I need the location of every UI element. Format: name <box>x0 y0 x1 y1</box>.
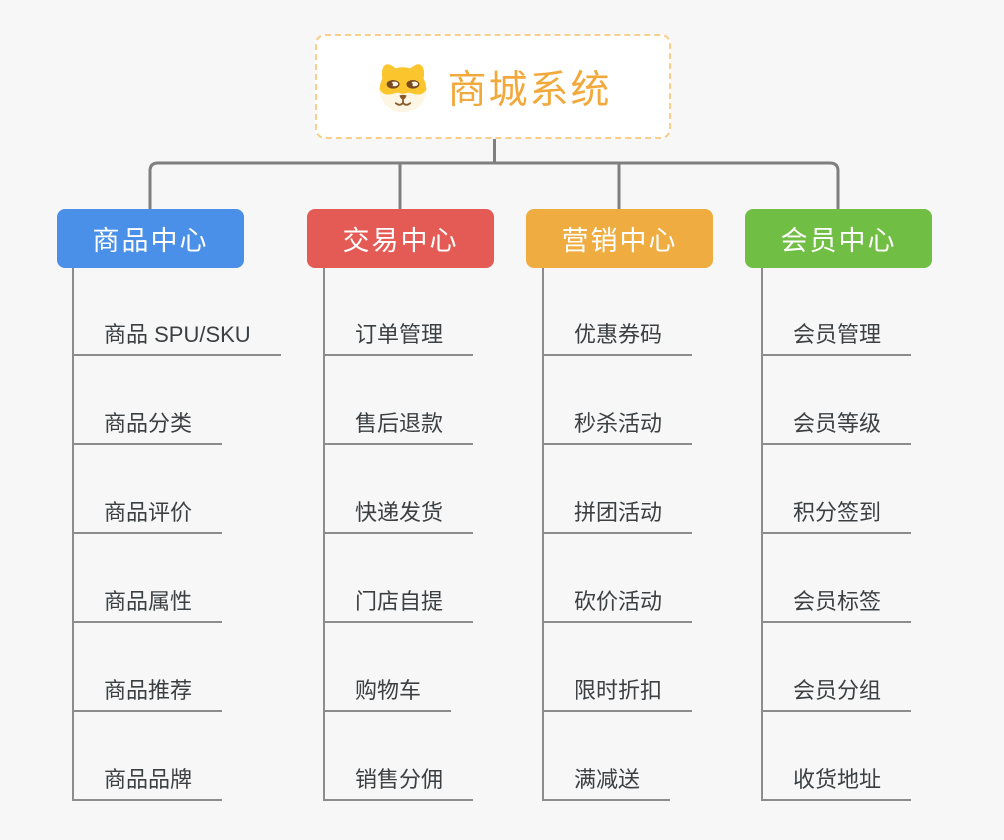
branch-product-center[interactable]: 商品中心 <box>57 209 244 268</box>
leaf-node[interactable]: 拼团活动 <box>542 499 693 534</box>
leaf-node[interactable]: 会员分组 <box>761 677 912 712</box>
branch-label: 交易中心 <box>342 226 459 256</box>
leaf-node[interactable]: 砍价活动 <box>542 588 693 623</box>
leaf-node[interactable]: 商品推荐 <box>72 677 223 712</box>
leaf-node[interactable]: 会员等级 <box>761 410 912 445</box>
leaf-node[interactable]: 订单管理 <box>323 321 474 356</box>
branch-member-center[interactable]: 会员中心 <box>745 209 932 268</box>
leaf-node[interactable]: 限时折扣 <box>542 677 693 712</box>
leaf-node[interactable]: 收货地址 <box>761 766 912 801</box>
root-title: 商城系统 <box>447 68 612 112</box>
leaf-node[interactable]: 会员管理 <box>761 321 912 356</box>
leaf-node[interactable]: 会员标签 <box>761 588 912 623</box>
leaf-node[interactable]: 商品属性 <box>72 588 223 623</box>
leaf-node[interactable]: 门店自提 <box>323 588 474 623</box>
branch-label: 商品中心 <box>92 226 209 256</box>
branch-label: 会员中心 <box>780 226 897 256</box>
leaf-node[interactable]: 满减送 <box>542 766 671 801</box>
leaf-node[interactable]: 商品品牌 <box>72 766 223 801</box>
leaf-node[interactable]: 销售分佣 <box>323 766 474 801</box>
leaf-node[interactable]: 秒杀活动 <box>542 410 693 445</box>
branch-trade-center[interactable]: 交易中心 <box>307 209 494 268</box>
leaf-node[interactable]: 购物车 <box>323 677 452 712</box>
leaf-node[interactable]: 优惠券码 <box>542 321 693 356</box>
leaf-node[interactable]: 售后退款 <box>323 410 474 445</box>
shiba-dog-icon <box>374 60 432 114</box>
leaf-node[interactable]: 商品评价 <box>72 499 223 534</box>
leaf-node[interactable]: 积分签到 <box>761 499 912 534</box>
leaf-node[interactable]: 商品分类 <box>72 410 223 445</box>
leaf-node[interactable]: 快递发货 <box>323 499 474 534</box>
branch-label: 营销中心 <box>561 226 678 256</box>
branch-marketing-center[interactable]: 营销中心 <box>526 209 713 268</box>
root-node-mall-system[interactable]: 商城系统 <box>315 34 671 139</box>
leaf-node[interactable]: 商品 SPU/SKU <box>72 321 281 356</box>
